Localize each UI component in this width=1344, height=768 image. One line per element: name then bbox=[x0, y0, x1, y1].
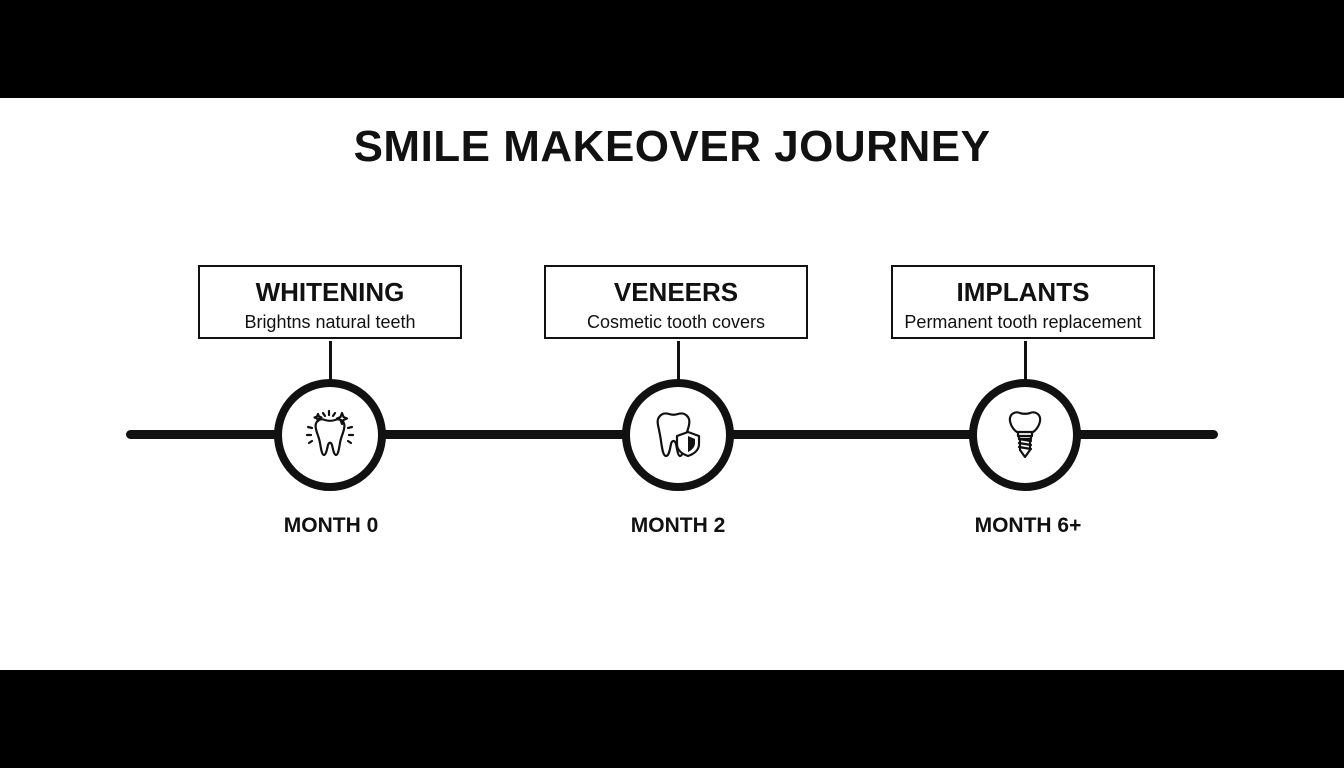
diagram-title: SMILE MAKEOVER JOURNEY bbox=[353, 122, 991, 171]
stage-description: Brightns natural teeth bbox=[244, 312, 416, 332]
letterbox-top bbox=[0, 0, 1344, 98]
stage-card-veneers: VENEERS Cosmetic tooth covers bbox=[544, 265, 808, 339]
stage-month-whitening: MONTH 0 bbox=[283, 514, 379, 537]
stage-card-whitening: WHITENING Brightns natural teeth bbox=[198, 265, 462, 339]
stage-description: Permanent tooth replacement bbox=[904, 312, 1142, 332]
connector-veneers bbox=[677, 341, 680, 381]
stage-node-whitening bbox=[274, 379, 386, 491]
dental-implant-icon bbox=[1008, 411, 1042, 459]
stage-node-veneers bbox=[622, 379, 734, 491]
connector-whitening bbox=[329, 341, 332, 381]
letterbox-bottom bbox=[0, 670, 1344, 768]
connector-implants bbox=[1024, 341, 1027, 381]
stage-month-veneers: MONTH 2 bbox=[630, 514, 726, 537]
stage-title: VENEERS bbox=[613, 277, 739, 307]
sparkling-tooth-icon bbox=[305, 409, 355, 457]
stage-node-implants bbox=[969, 379, 1081, 491]
stage-month-implants: MONTH 6+ bbox=[974, 514, 1082, 537]
stage-title: IMPLANTS bbox=[956, 277, 1090, 307]
stage-title: WHITENING bbox=[255, 277, 405, 307]
stage-card-implants: IMPLANTS Permanent tooth replacement bbox=[891, 265, 1155, 339]
tooth-shield-icon bbox=[656, 412, 701, 458]
stage-description: Cosmetic tooth covers bbox=[586, 312, 766, 332]
